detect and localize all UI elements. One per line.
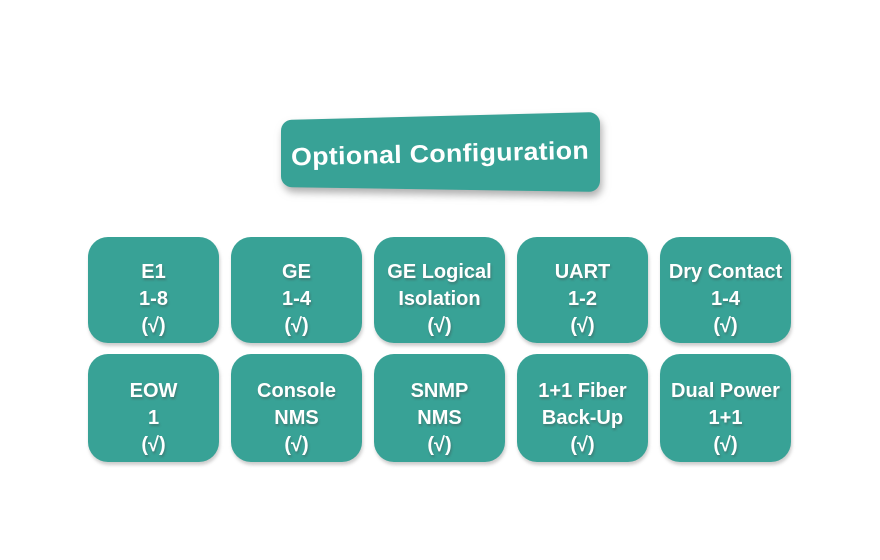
box-label: NMS	[417, 407, 462, 429]
config-box-e1: E1 1-8 (√)	[88, 237, 219, 343]
box-label: EOW	[129, 380, 178, 402]
box-check: (√)	[427, 315, 452, 337]
box-range: 1-4	[711, 288, 740, 310]
banner-shape-svg: Optional Configuration	[281, 112, 600, 192]
box-check: (√)	[713, 434, 738, 456]
box-check: (√)	[284, 434, 309, 456]
box-label: 1+1 Fiber	[538, 380, 627, 402]
box-check: (√)	[427, 434, 452, 456]
box-range: 1-2	[568, 288, 597, 310]
box-check: (√)	[284, 315, 309, 337]
optional-configuration-banner: Optional Configuration	[276, 106, 610, 206]
box-range: 1	[147, 407, 160, 429]
banner-trapezoid-shape	[281, 112, 600, 192]
box-check: (√)	[713, 315, 738, 337]
config-box-fiber-backup: 1+1 Fiber Back-Up (√)	[517, 354, 648, 462]
box-check: (√)	[141, 434, 166, 456]
box-label: GE	[282, 261, 311, 283]
config-box-ge-logical-isolation: GE Logical Isolation (√)	[374, 237, 505, 343]
config-box-eow: EOW 1 (√)	[88, 354, 219, 462]
config-box-dry-contact: Dry Contact 1-4 (√)	[660, 237, 791, 343]
box-check: (√)	[570, 315, 595, 337]
box-label: GE Logical	[387, 261, 492, 283]
config-row-1: E1 1-8 (√) GE 1-4 (√) GE Logical Isolati…	[88, 237, 792, 343]
box-label: UART	[554, 261, 611, 283]
box-check: (√)	[141, 315, 166, 337]
box-range: 1-8	[139, 288, 168, 310]
config-box-uart: UART 1-2 (√)	[517, 237, 648, 343]
banner-title: Optional Configuration	[291, 137, 590, 172]
box-check: (√)	[570, 434, 595, 456]
box-label: SNMP	[410, 380, 469, 402]
box-label: Dry Contact	[668, 261, 783, 283]
config-box-snmp-nms: SNMP NMS (√)	[374, 354, 505, 462]
config-row-2: EOW 1 (√) Console NMS (√) SNMP NMS (√) 1…	[88, 354, 792, 462]
config-box-dual-power: Dual Power 1+1 (√)	[660, 354, 791, 462]
config-box-ge: GE 1-4 (√)	[231, 237, 362, 343]
box-range: 1+1	[708, 407, 743, 429]
config-box-console-nms: Console NMS (√)	[231, 354, 362, 462]
box-label: Back-Up	[541, 407, 624, 429]
box-label: NMS	[274, 407, 319, 429]
box-label: E1	[141, 261, 166, 283]
box-label: Console	[257, 380, 336, 402]
box-label: Isolation	[398, 288, 481, 310]
box-range: 1-4	[282, 288, 311, 310]
box-label: Dual Power	[671, 380, 780, 402]
